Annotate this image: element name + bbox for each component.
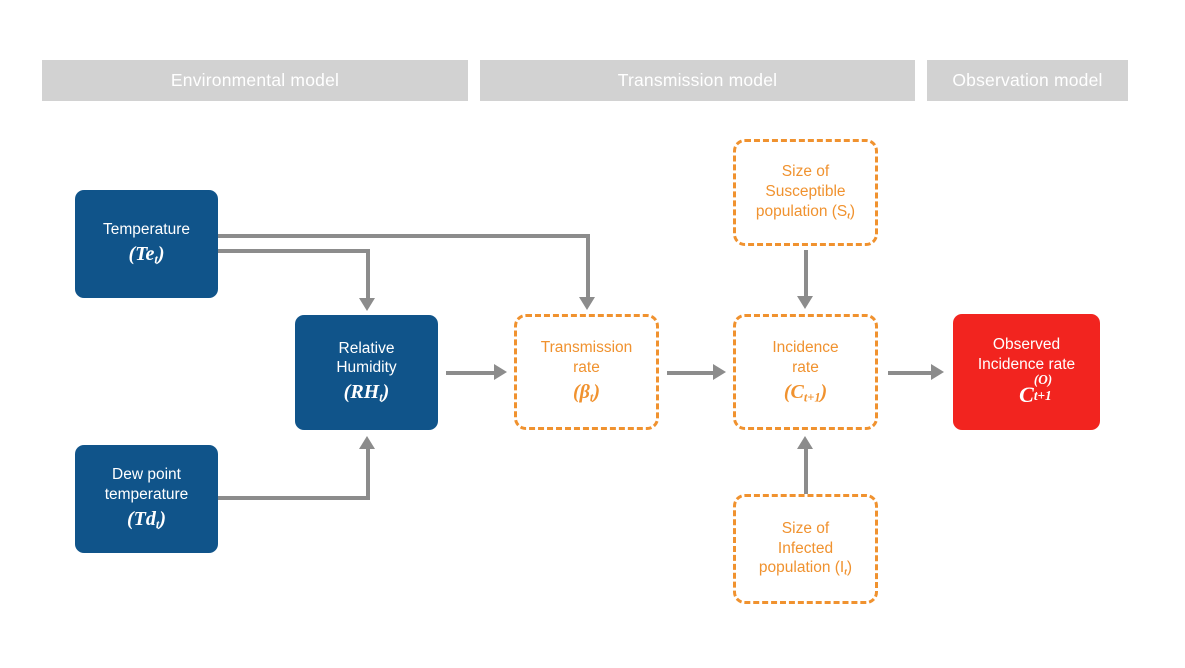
connector-temperature-to-relative-humidity-vertical xyxy=(366,249,370,300)
section-header-observation-model: Observation model xyxy=(927,60,1128,101)
node-observed-incidence-rate-label-line1: Observed xyxy=(992,335,1061,353)
node-incidence-rate-label-line1: Incidence xyxy=(772,339,839,356)
node-observed-incidence-rate-label-line2: Incidence rate xyxy=(977,355,1076,373)
node-observed-incidence-rate[interactable]: Observed Incidence rate C (O) t+1 xyxy=(953,314,1100,430)
node-dew-point-label-line2: temperature xyxy=(104,485,189,503)
arrowhead-into-relative-humidity-bottom xyxy=(359,436,375,449)
node-relative-humidity[interactable]: Relative Humidity (RHt) xyxy=(295,315,438,430)
node-observed-incidence-rate-symbol: C (O) t+1 xyxy=(1019,372,1053,407)
section-header-label: Transmission model xyxy=(617,70,778,90)
node-dew-point-symbol: (Tdt) xyxy=(126,507,166,532)
node-infected-population[interactable]: Size of Infected population (It) xyxy=(733,494,878,604)
node-infected-population-label-line3: population (It) xyxy=(758,559,853,579)
arrowhead-into-incidence-rate-top xyxy=(797,296,813,309)
node-temperature-symbol: (Tet) xyxy=(128,242,165,267)
connector-dew-point-to-relative-humidity-horizontal xyxy=(218,496,370,500)
node-incidence-rate-label-line2: rate xyxy=(792,358,819,376)
node-dew-point-label-line1: Dew point xyxy=(112,466,181,483)
node-infected-population-label-line2: Infected xyxy=(777,539,834,557)
connector-infected-population-to-incidence-rate xyxy=(804,448,808,496)
section-header-transmission-model: Transmission model xyxy=(480,60,915,101)
node-relative-humidity-label-line2: Humidity xyxy=(336,359,397,377)
node-susceptible-population-label-line3: population (St) xyxy=(755,202,856,222)
arrowhead-into-relative-humidity-top xyxy=(359,298,375,311)
connector-temperature-to-transmission-rate-vertical xyxy=(586,234,590,299)
node-incidence-rate-symbol: (Ct+1) xyxy=(783,380,828,405)
section-header-label: Environmental model xyxy=(170,70,340,90)
node-transmission-rate-symbol: (βt) xyxy=(572,380,601,405)
node-relative-humidity-label-line1: Relative xyxy=(338,339,395,357)
connector-incidence-rate-to-observed-incidence-rate xyxy=(888,371,933,375)
node-susceptible-population[interactable]: Size of Susceptible population (St) xyxy=(733,139,878,246)
arrowhead-into-transmission-rate-left xyxy=(494,364,507,380)
arrowhead-into-transmission-rate xyxy=(579,297,595,310)
connector-temperature-to-transmission-rate-horizontal xyxy=(218,234,590,238)
node-temperature-label: Temperature xyxy=(102,220,190,238)
node-transmission-rate[interactable]: Transmission rate (βt) xyxy=(514,314,659,430)
connector-temperature-to-relative-humidity-horizontal xyxy=(218,249,370,253)
node-susceptible-population-label-line1: Size of xyxy=(781,163,830,181)
arrowhead-into-observed-incidence-rate xyxy=(931,364,944,380)
node-infected-population-label-line1: Size of xyxy=(781,519,830,537)
connector-dew-point-to-relative-humidity-vertical xyxy=(366,448,370,499)
node-dew-point-temperature[interactable]: Dew point temperature (Tdt) xyxy=(75,445,218,553)
connector-susceptible-population-to-incidence-rate xyxy=(804,250,808,298)
connector-transmission-rate-to-incidence-rate xyxy=(667,371,715,375)
connector-relative-humidity-to-transmission-rate xyxy=(446,371,496,375)
node-susceptible-population-label-line2: Susceptible xyxy=(765,183,846,200)
node-incidence-rate[interactable]: Incidence rate (Ct+1) xyxy=(733,314,878,430)
node-relative-humidity-symbol: (RHt) xyxy=(343,381,390,405)
node-transmission-rate-label-line1: Transmission xyxy=(540,339,633,356)
arrowhead-into-incidence-rate-bottom xyxy=(797,436,813,449)
section-header-label: Observation model xyxy=(952,70,1103,90)
arrowhead-into-incidence-rate-left xyxy=(713,364,726,380)
node-temperature[interactable]: Temperature (Tet) xyxy=(75,190,218,298)
node-transmission-rate-label-line2: rate xyxy=(573,358,600,376)
section-header-environmental-model: Environmental model xyxy=(42,60,468,101)
